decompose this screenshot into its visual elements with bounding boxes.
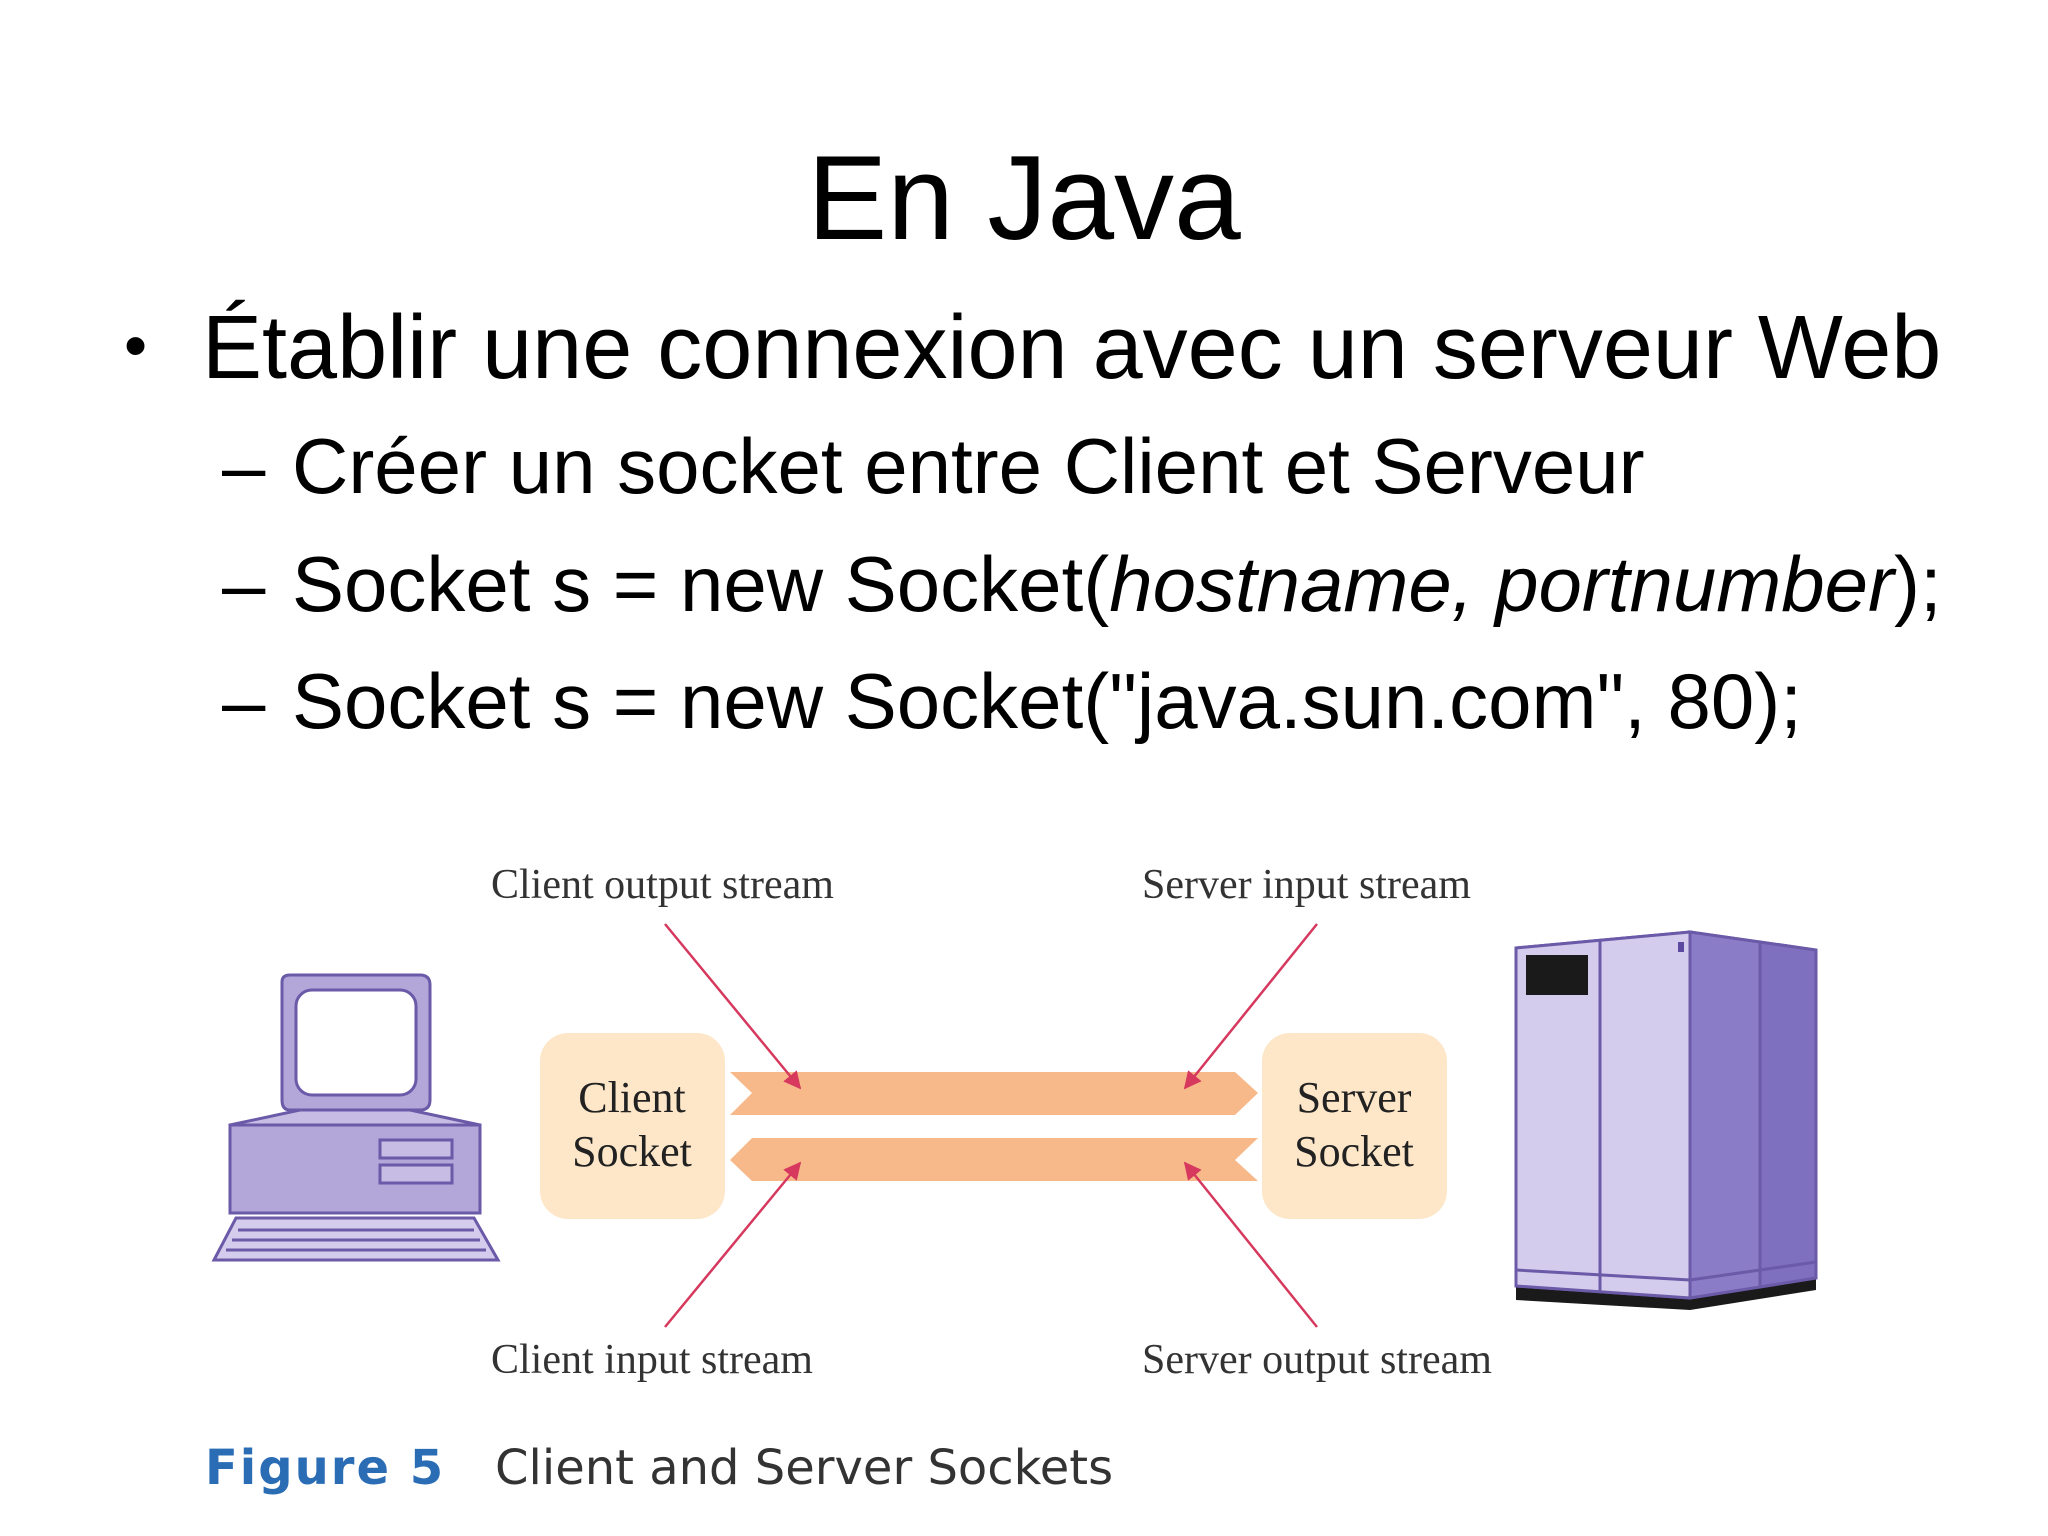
server-icon — [1514, 930, 1818, 1310]
sub-item-create-socket: –Créer un socket entre Client et Serveur — [222, 418, 1645, 514]
figure-number: Figure 5 — [205, 1440, 446, 1496]
server-socket-line1: Server — [1297, 1073, 1412, 1122]
sub-item-marker: – — [222, 657, 266, 745]
sub-item-marker: – — [222, 422, 266, 510]
bullet-item: • Établir une connexion avec un serveur W… — [124, 290, 1941, 403]
client-input-arrow — [664, 1161, 802, 1328]
server-socket-box: Server Socket — [1262, 1033, 1447, 1219]
server-socket-line2: Socket — [1294, 1127, 1414, 1176]
label-server-output-stream: Server output stream — [1142, 1337, 1492, 1383]
sockets-diagram: Client Socket Server Socket Client outpu… — [211, 862, 1818, 1383]
bullet-marker: • — [124, 308, 148, 382]
figure-caption-text: Client and Server Sockets — [495, 1440, 1114, 1496]
server-input-arrow — [1183, 923, 1318, 1090]
sub-item-text: Socket s = new Socket("java.sun.com", 80… — [292, 657, 1802, 745]
sub-item-socket-example: –Socket s = new Socket("java.sun.com", 8… — [222, 653, 1802, 749]
code-prefix: Socket s = new Socket( — [292, 540, 1110, 628]
server-output-arrow — [1183, 1161, 1318, 1328]
stream-band-lower — [730, 1138, 1258, 1181]
client-socket-box: Client Socket — [540, 1033, 725, 1219]
label-client-input-stream: Client input stream — [491, 1337, 813, 1383]
sub-item-marker: – — [222, 540, 266, 628]
label-client-output-stream: Client output stream — [491, 862, 834, 908]
client-socket-line2: Socket — [572, 1127, 692, 1176]
slide-title: En Java — [807, 131, 1241, 265]
code-suffix: ); — [1893, 540, 1942, 628]
computer-icon — [211, 973, 501, 1262]
figure-caption: Figure 5 Client and Server Sockets — [205, 1440, 1113, 1497]
sub-item-socket-syntax: –Socket s = new Socket(hostname, portnum… — [222, 536, 1942, 632]
sub-item-text: Créer un socket entre Client et Serveur — [292, 422, 1645, 510]
client-socket-line1: Client — [578, 1073, 686, 1122]
stream-band-upper — [730, 1072, 1258, 1115]
code-params: hostname, portnumber — [1109, 540, 1894, 628]
client-output-arrow — [664, 923, 802, 1090]
label-server-input-stream: Server input stream — [1142, 862, 1471, 908]
bullet-text: Établir une connexion avec un serveur We… — [202, 298, 1942, 398]
